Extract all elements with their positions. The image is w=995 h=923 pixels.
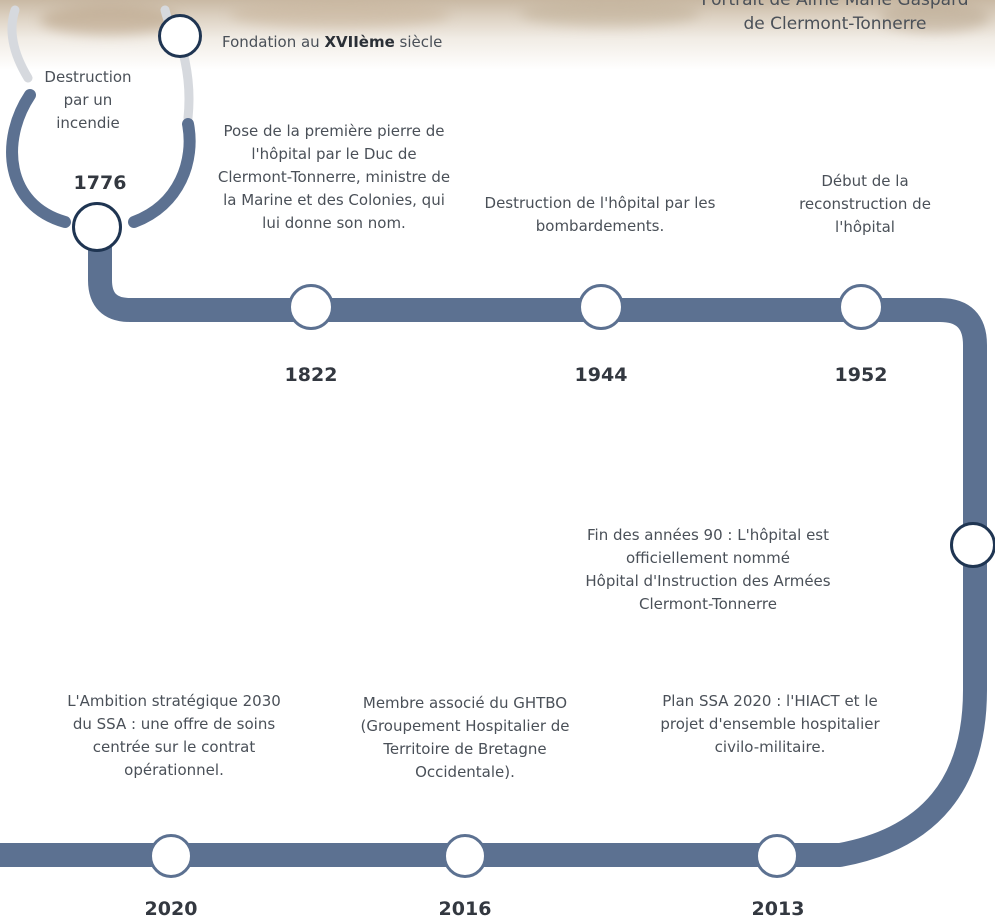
node-1944[interactable]	[578, 284, 624, 330]
event-1944-text: Destruction de l'hôpital par les bombard…	[484, 194, 716, 235]
event-2013-year: 2013	[751, 898, 805, 920]
event-2013-text: Plan SSA 2020 : l'HIACT et le projet d'e…	[660, 692, 880, 756]
node-1776[interactable]	[72, 202, 122, 252]
node-2020[interactable]	[149, 834, 193, 878]
track-light-segment-left	[7, 5, 33, 83]
node-1822[interactable]	[288, 284, 334, 330]
event-90s-text: Fin des années 90 : L'hôpital est offici…	[585, 526, 831, 613]
event-1822-year: 1822	[284, 364, 338, 386]
event-1952-year: 1952	[834, 364, 888, 386]
header-photo-band	[0, 0, 995, 70]
event-1776-year: 1776	[73, 172, 127, 194]
event-1952-text: Début de la reconstruction de l'hôpital	[799, 172, 931, 236]
event-2016-year: 2016	[438, 898, 492, 920]
event-2020-text: L'Ambition stratégique 2030 du SSA : une…	[67, 692, 281, 779]
track-main	[0, 220, 987, 867]
event-1822-text: Pose de la première pierre de l'hôpital …	[217, 122, 451, 232]
event-1776-text: Destruction par un incendie	[44, 68, 132, 132]
event-2016-text: Membre associé du GHTBO (Groupement Hosp…	[360, 694, 570, 781]
event-fondation-text: Fondation au XVIIème siècle	[222, 33, 443, 51]
node-90s[interactable]	[950, 522, 995, 568]
node-2016[interactable]	[443, 834, 487, 878]
event-2020-year: 2020	[144, 898, 198, 920]
event-1944-year: 1944	[574, 364, 628, 386]
portrait-caption: Portrait de Aimé Marie Gaspard de Clermo…	[701, 0, 969, 34]
node-1952[interactable]	[838, 284, 884, 330]
track-loop-1776	[6, 89, 196, 228]
node-2013[interactable]	[755, 834, 799, 878]
node-fondation[interactable]	[158, 14, 202, 58]
